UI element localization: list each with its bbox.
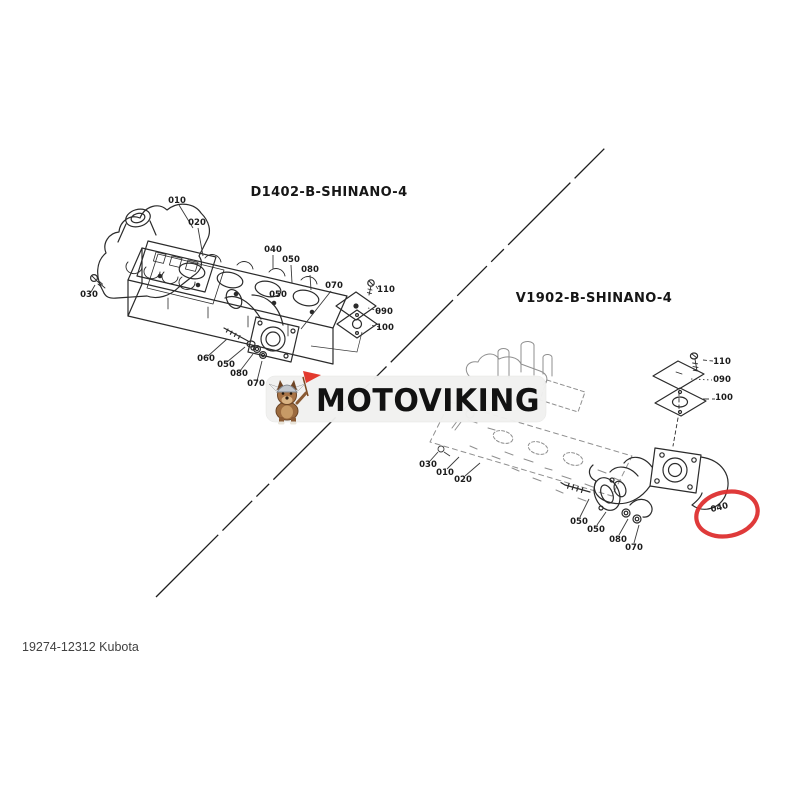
- part-label-100: 100: [376, 323, 394, 333]
- part-label-020: 020: [454, 475, 472, 485]
- nut-icon: [621, 508, 631, 518]
- manifold-gasket: [146, 253, 225, 305]
- part-label-030: 030: [80, 290, 98, 300]
- separator-line: [155, 144, 609, 598]
- part-label-080: 080: [301, 265, 319, 275]
- part-label-080: 080: [230, 369, 248, 379]
- diagram-title-d1402: D1402-B-SHINANO-4: [250, 185, 407, 200]
- part-label-110: 110: [377, 285, 395, 295]
- highlight-ellipse: [694, 489, 760, 539]
- part-label-090: 090: [713, 375, 731, 385]
- leader-lines: [90, 204, 381, 382]
- engine-block: [127, 247, 348, 365]
- manifold-flange: [136, 240, 217, 293]
- brand-text: MOTOVIKING: [316, 383, 540, 419]
- flag-icon: [303, 371, 321, 383]
- part-label-070: 070: [625, 543, 643, 553]
- watermark: MOTOVIKING: [265, 371, 547, 425]
- leader-lines: [429, 359, 715, 544]
- nut-icon: [632, 514, 642, 524]
- outlet-gasket: [593, 477, 621, 511]
- bolt-icon: [689, 352, 699, 372]
- left-diagram: [89, 203, 381, 382]
- cover-plate-assembly: [335, 279, 378, 339]
- part-label-020: 020: [188, 218, 206, 228]
- part-label-090: 090: [375, 307, 393, 317]
- watermark-panel: [265, 375, 547, 423]
- gasket-and-fasteners: [560, 477, 642, 524]
- cover-plate-assembly: [652, 352, 707, 447]
- footer-caption: 19274-12312 Kubota: [22, 640, 139, 654]
- cover-gasket: [336, 309, 378, 339]
- manifold-flange: [649, 447, 702, 494]
- bolt-icon: [366, 279, 375, 296]
- stud-and-nuts: [223, 327, 268, 360]
- part-label-050: 050: [269, 290, 287, 300]
- diagram-title-v1902: V1902-B-SHINANO-4: [516, 291, 672, 306]
- bolt-icon: [89, 274, 106, 289]
- cover-gasket: [654, 387, 707, 417]
- part-label-050: 050: [282, 255, 300, 265]
- part-label-030: 030: [419, 460, 437, 470]
- part-label-070: 070: [247, 379, 265, 389]
- stud-icon: [560, 482, 591, 493]
- viking-dog-mascot-icon: [268, 371, 321, 425]
- highlight-part-label: 040: [710, 501, 730, 515]
- intake-elbow: [224, 288, 300, 363]
- part-label-010: 010: [168, 196, 186, 206]
- part-label-050: 050: [587, 525, 605, 535]
- exhaust-manifold: [588, 447, 729, 518]
- part-label-060: 060: [197, 354, 215, 364]
- part-label-010: 010: [436, 468, 454, 478]
- part-label-080: 080: [609, 535, 627, 545]
- right-diagram: [429, 341, 729, 544]
- highlight: 040: [694, 489, 760, 539]
- part-label-070: 070: [325, 281, 343, 291]
- part-label-050: 050: [570, 517, 588, 527]
- part-label-040: 040: [264, 245, 282, 255]
- part-label-100: 100: [715, 393, 733, 403]
- part-label-050: 050: [217, 360, 235, 370]
- part-label-110: 110: [713, 357, 731, 367]
